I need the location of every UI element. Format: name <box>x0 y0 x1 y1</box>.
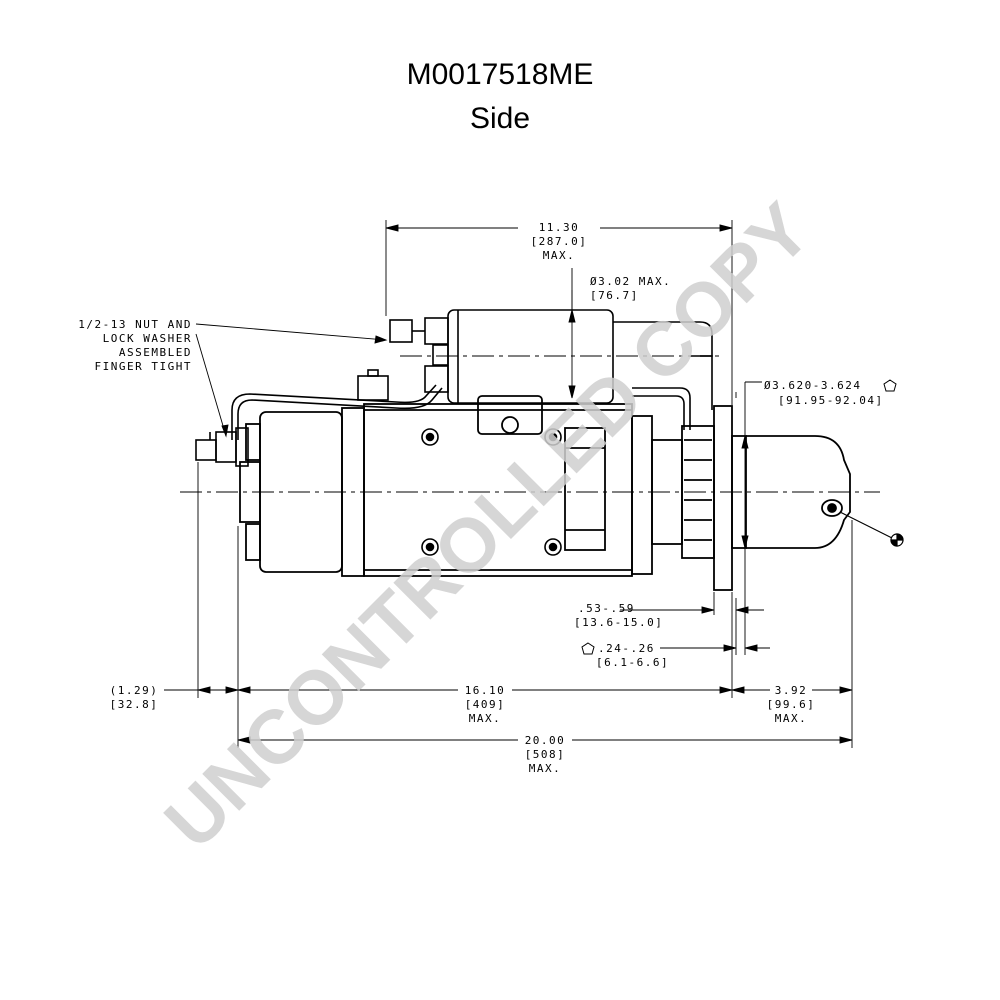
motor-body <box>239 395 653 577</box>
dim-flange-gap: .24-.26 [6.1-6.6] <box>581 642 669 669</box>
svg-text:[6.1-6.6]: [6.1-6.6] <box>596 656 669 669</box>
svg-text:ASSEMBLED: ASSEMBLED <box>119 346 192 359</box>
svg-text:[409]: [409] <box>465 698 506 711</box>
svg-text:MAX.: MAX. <box>543 249 576 262</box>
svg-text:FINGER TIGHT: FINGER TIGHT <box>95 360 192 373</box>
svg-text:16.10: 16.10 <box>465 684 506 697</box>
svg-text:MAX.: MAX. <box>469 712 502 725</box>
watermark: UNCONTROLLED COPY <box>149 187 827 865</box>
dim-pilot-dia: Ø3.620-3.624 [91.95-92.04] <box>764 379 897 407</box>
nut-callout: 1/2-13 NUT AND LOCK WASHER ASSEMBLED FIN… <box>78 318 192 373</box>
dim-body-length: 16.10 [409] MAX. <box>465 684 506 725</box>
drive-housing <box>651 405 851 591</box>
extension-lines <box>197 220 853 748</box>
svg-text:[76.7]: [76.7] <box>590 289 639 302</box>
terminal-stud <box>195 427 249 467</box>
solenoid <box>357 309 713 410</box>
svg-text:1/2-13 NUT AND: 1/2-13 NUT AND <box>78 318 192 331</box>
svg-text:.53-.59: .53-.59 <box>578 602 635 615</box>
svg-text:[13.6-15.0]: [13.6-15.0] <box>574 616 663 629</box>
dim-top-length: 11.30 [287.0] MAX. <box>531 221 588 262</box>
svg-text:[508]: [508] <box>525 748 566 761</box>
dim-left-stud: (1.29) [32.8] <box>110 684 159 711</box>
dim-overall-length: 20.00 [508] MAX. <box>525 734 566 775</box>
mounting-holes <box>421 428 562 556</box>
part-number-title: M0017518ME <box>406 58 594 91</box>
svg-text:.24-.26: .24-.26 <box>598 642 655 655</box>
svg-text:3.92: 3.92 <box>775 684 808 697</box>
svg-text:11.30: 11.30 <box>539 221 580 234</box>
svg-text:MAX.: MAX. <box>529 762 562 775</box>
svg-text:[287.0]: [287.0] <box>531 235 588 248</box>
dim-flange-thk: .53-.59 [13.6-15.0] <box>574 602 663 629</box>
pentagon-icon <box>883 379 897 392</box>
svg-text:20.00: 20.00 <box>525 734 566 747</box>
dim-nose-length: 3.92 [99.6] MAX. <box>767 684 816 725</box>
svg-text:[32.8]: [32.8] <box>110 698 159 711</box>
svg-text:Ø3.620-3.624: Ø3.620-3.624 <box>764 379 861 392</box>
dim-solenoid-dia: Ø3.02 MAX. [76.7] <box>590 275 671 302</box>
svg-text:Ø3.02 MAX.: Ø3.02 MAX. <box>590 275 671 288</box>
pinion-marker <box>839 511 904 547</box>
centerlines <box>180 355 880 493</box>
svg-text:LOCK WASHER: LOCK WASHER <box>103 332 192 345</box>
svg-text:(1.29): (1.29) <box>110 684 159 697</box>
dimension-lines <box>164 224 853 744</box>
view-title: Side <box>469 102 531 135</box>
pentagon-icon <box>581 642 595 655</box>
svg-text:MAX.: MAX. <box>775 712 808 725</box>
nut-leader <box>195 323 388 438</box>
svg-text:[91.95-92.04]: [91.95-92.04] <box>778 394 884 407</box>
svg-text:[99.6]: [99.6] <box>767 698 816 711</box>
